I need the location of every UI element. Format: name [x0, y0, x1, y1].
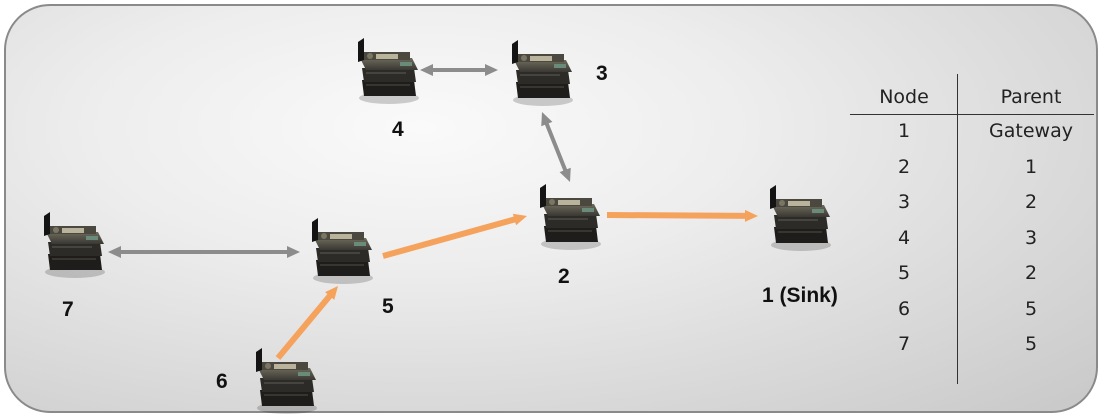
node-label-2: 2 — [558, 265, 570, 288]
table-cell-node: 7 — [897, 333, 911, 355]
node-label-4: 4 — [392, 118, 404, 141]
link-line — [275, 291, 334, 360]
table-cell-node: 4 — [897, 226, 911, 249]
sensor-node-5 — [312, 218, 373, 284]
link-line — [606, 212, 749, 219]
node-label-5: 5 — [382, 295, 394, 318]
table-cell-node: 6 — [897, 297, 911, 320]
table-cell-node: 1 — [897, 120, 911, 142]
table-cell-parent: 5 — [1024, 297, 1038, 320]
sensor-node-2 — [540, 184, 601, 250]
table-cell-parent: 5 — [1024, 333, 1038, 355]
link-6-5 — [275, 286, 338, 360]
node-label-6: 6 — [216, 370, 228, 393]
arrow-head — [512, 213, 527, 226]
link-line — [543, 120, 569, 174]
sensor-node-7 — [44, 212, 105, 278]
table-cell-parent: 1 — [1024, 155, 1038, 178]
table-cell-parent: Gateway — [989, 120, 1073, 142]
link-2-1 — [606, 209, 758, 222]
table-column-rule — [957, 74, 958, 384]
sensor-node-3 — [512, 40, 573, 106]
node-label-3: 3 — [596, 62, 608, 85]
link-line — [382, 215, 519, 259]
arrow-head — [559, 167, 571, 182]
sensor-node-1 — [770, 185, 831, 251]
table-cell-parent: 2 — [1024, 262, 1038, 284]
table-cell-node: 3 — [897, 191, 911, 213]
node-label-7: 7 — [62, 298, 74, 321]
link-5-2 — [382, 213, 527, 259]
table-cell-node: 2 — [897, 155, 911, 178]
link-3-2 — [541, 112, 571, 182]
table-header-rule — [850, 114, 1094, 115]
table-cell-parent: 3 — [1024, 226, 1038, 249]
arrow-head — [744, 209, 758, 222]
node-label-1: 1 (Sink) — [762, 284, 838, 307]
sensor-node-6 — [256, 348, 317, 414]
arrow-tail-head — [420, 64, 433, 76]
table-header-node: Node — [879, 86, 929, 108]
table-header-parent: Parent — [1000, 86, 1062, 108]
arrow-tail-head — [108, 246, 121, 258]
table-cell-parent: 2 — [1024, 191, 1038, 213]
arrow-head — [325, 286, 338, 300]
table-cell-node: 5 — [897, 262, 911, 284]
link-4-3 — [420, 64, 498, 76]
sensor-node-4 — [358, 38, 419, 104]
arrow-head — [485, 64, 498, 76]
link-7-5 — [108, 246, 300, 258]
arrow-tail-head — [541, 112, 553, 127]
arrow-head — [287, 246, 300, 258]
